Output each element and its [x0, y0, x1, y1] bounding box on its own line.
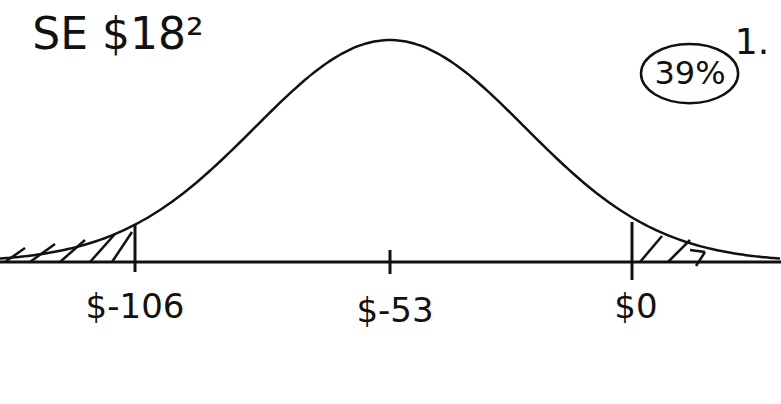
bell-curve [0, 40, 780, 259]
tick-mark [631, 222, 634, 280]
tick-mark [389, 250, 392, 274]
circled-percentage: 39% [639, 42, 740, 105]
shaded-tail [5, 232, 705, 266]
standard-error-note: SE $18² [32, 10, 203, 58]
percentage-text: 39% [654, 56, 725, 91]
tick-mark [134, 225, 137, 272]
axis-value: $-106 [86, 288, 185, 325]
question-number: 1. [735, 22, 769, 62]
axis-value: $-53 [356, 292, 433, 329]
axis-value: $0 [614, 288, 657, 325]
